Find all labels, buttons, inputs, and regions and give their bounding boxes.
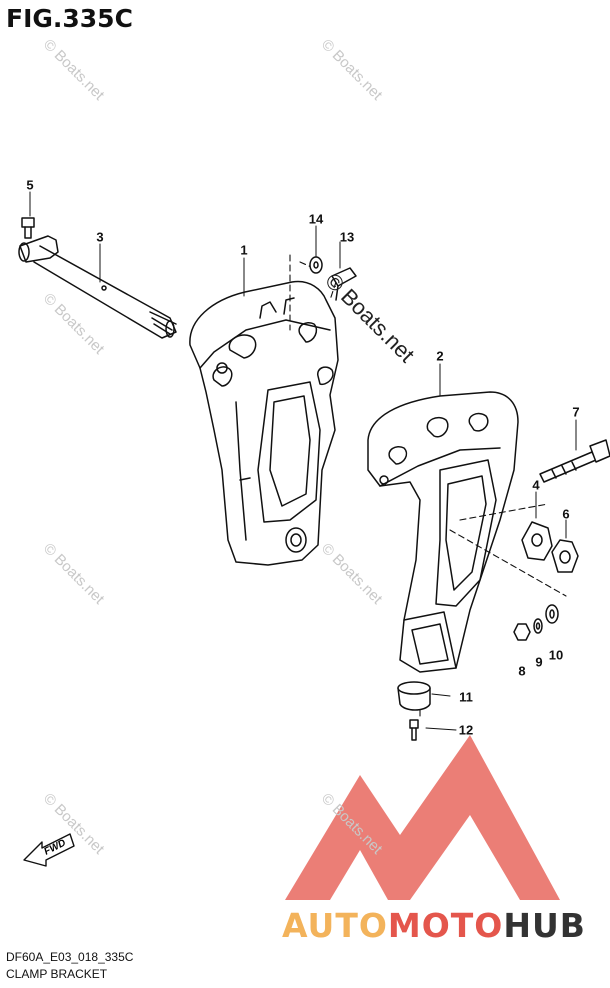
- cushion-11: [397, 681, 431, 711]
- callout-10: 10: [548, 647, 564, 663]
- brand-logo-part3: HUB: [503, 906, 586, 945]
- bolt-7: [539, 439, 610, 483]
- callout-12: 12: [458, 722, 474, 738]
- brand-logo-part2: MOTO: [387, 906, 504, 945]
- bracket-2: [367, 391, 519, 673]
- leader-lines: [29, 191, 577, 731]
- callout-14: 14: [308, 211, 324, 227]
- figure-title: FIG.335C: [6, 4, 133, 33]
- callout-9: 9: [535, 654, 543, 670]
- figure-name: CLAMP BRACKET: [6, 967, 108, 981]
- callout-11: 11: [459, 689, 473, 705]
- callout-3: 3: [96, 229, 104, 245]
- callout-13: 13: [339, 229, 355, 245]
- screw-12: [409, 719, 419, 741]
- guide-lines: [289, 254, 567, 719]
- bolt-13: [331, 267, 357, 301]
- brand-logo-part1: AUTO: [282, 906, 388, 945]
- brand-logo: AUTOMOTOHUB: [282, 906, 586, 945]
- washer-10: [545, 604, 559, 624]
- fwd-arrow: [23, 833, 75, 867]
- shaft-part: [18, 235, 177, 339]
- callout-5: 5: [26, 177, 34, 193]
- bracket-1: [189, 280, 339, 566]
- washer-9: [533, 618, 543, 634]
- callout-7: 7: [572, 404, 580, 420]
- bolt-5: [21, 217, 35, 239]
- callout-4: 4: [532, 477, 540, 493]
- washer-14: [309, 256, 323, 274]
- callout-8: 8: [518, 663, 526, 679]
- nut-6: [551, 539, 579, 573]
- nut-8: [513, 623, 531, 641]
- callout-6: 6: [562, 506, 570, 522]
- figure-code: DF60A_E03_018_335C: [6, 950, 134, 964]
- fwd-label: FWD: [42, 838, 67, 858]
- callout-1: 1: [240, 242, 248, 258]
- plate-4: [521, 521, 553, 561]
- callout-2: 2: [436, 348, 444, 364]
